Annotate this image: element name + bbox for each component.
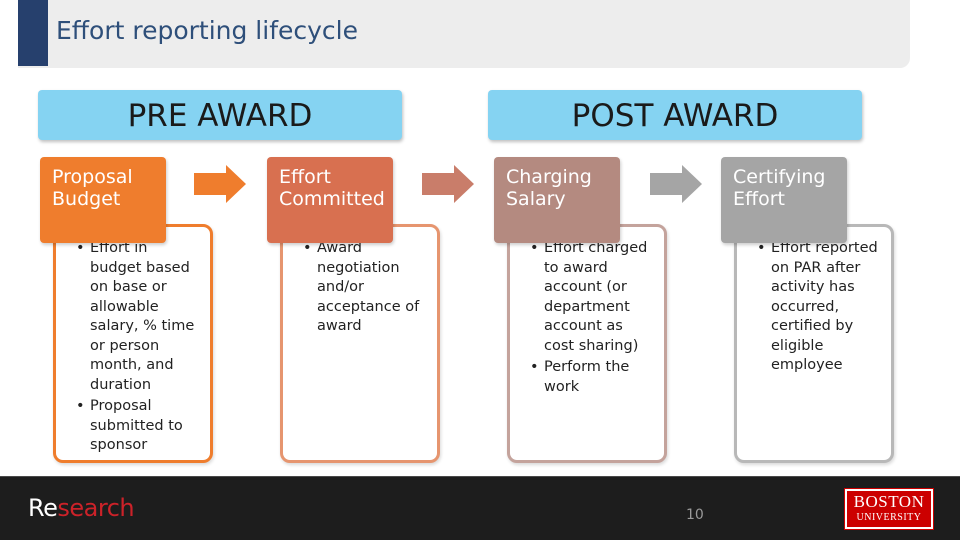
title-accent-bar bbox=[18, 0, 48, 66]
slide-title: Effort reporting lifecycle bbox=[56, 16, 358, 45]
brand-text-part1: Re bbox=[28, 494, 58, 522]
step-body: Effort in budget based on base or allowa… bbox=[53, 224, 213, 463]
step-title: Certifying Effort bbox=[733, 166, 826, 210]
step-bullet: Effort charged to award account (or depa… bbox=[530, 239, 656, 356]
phase-banner-post-award: POST AWARD bbox=[488, 90, 862, 140]
step-bullet: Perform the work bbox=[530, 358, 656, 397]
step-title: Effort Committed bbox=[279, 166, 385, 210]
step-body: Effort reported on PAR after activity ha… bbox=[734, 224, 894, 463]
research-logo: Research bbox=[28, 491, 135, 525]
phase-banner-pre-award: PRE AWARD bbox=[38, 90, 402, 140]
step-body: Award negotiation and/or acceptance of a… bbox=[280, 224, 440, 463]
title-bar bbox=[18, 0, 910, 68]
step-title: Proposal Budget bbox=[52, 166, 133, 210]
arrow-right-icon bbox=[650, 165, 702, 203]
footer-bar: Research 10 BOSTON UNIVERSITY bbox=[0, 476, 960, 540]
page-number: 10 bbox=[686, 507, 704, 523]
brand-text-part2: search bbox=[57, 494, 135, 522]
step-bullet: Award negotiation and/or acceptance of a… bbox=[303, 239, 429, 337]
arrow-right-icon bbox=[194, 165, 246, 203]
step-header: Proposal Budget bbox=[40, 157, 166, 243]
step-bullet: Effort reported on PAR after activity ha… bbox=[757, 239, 883, 376]
step-header: Certifying Effort bbox=[721, 157, 847, 243]
step-header: Charging Salary bbox=[494, 157, 620, 243]
step-body: Effort charged to award account (or depa… bbox=[507, 224, 667, 463]
boston-university-logo: BOSTON UNIVERSITY bbox=[844, 488, 934, 530]
step-header: Effort Committed bbox=[267, 157, 393, 243]
step-bullet: Proposal submitted to sponsor bbox=[76, 397, 202, 456]
step-bullet: Effort in budget based on base or allowa… bbox=[76, 239, 202, 395]
arrow-right-icon bbox=[422, 165, 474, 203]
logo-line-1: BOSTON bbox=[853, 492, 925, 511]
logo-line-2: UNIVERSITY bbox=[856, 512, 922, 523]
step-title: Charging Salary bbox=[506, 166, 592, 210]
